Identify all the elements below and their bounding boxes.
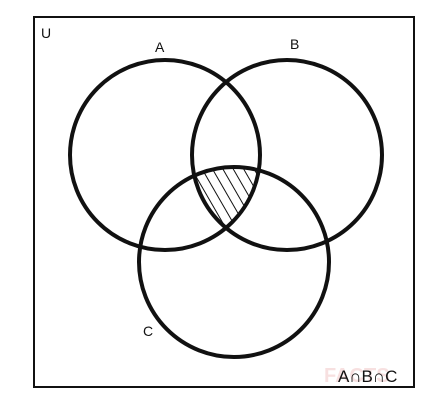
caption-text: A∩B∩C (338, 367, 397, 386)
set-c-circle (137, 165, 331, 359)
set-a-circle (68, 58, 262, 252)
set-b-circle (190, 58, 384, 252)
set-a-label: A (155, 39, 165, 55)
universe-label: U (41, 25, 51, 41)
set-b-label: B (290, 36, 299, 52)
universe-rectangle (33, 16, 415, 388)
set-c-label: C (143, 323, 153, 339)
watermark-text: FACTS (324, 365, 390, 387)
